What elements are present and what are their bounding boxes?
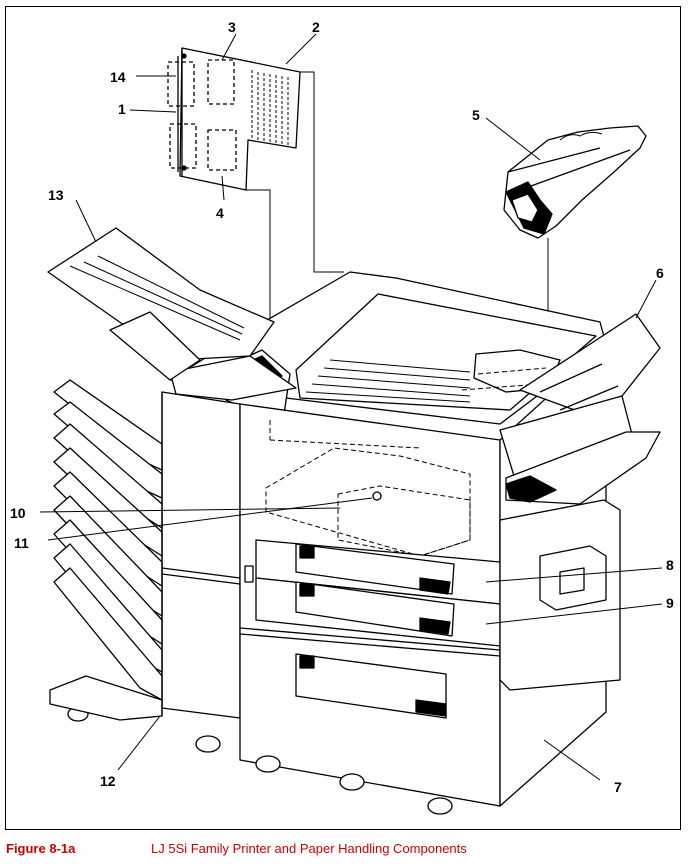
callout-14: 14 xyxy=(110,69,126,85)
callout-2: 2 xyxy=(312,19,320,35)
formatter-board xyxy=(167,47,344,320)
paper-deck-7 xyxy=(499,499,621,691)
callout-8: 8 xyxy=(666,557,674,573)
callout-13: 13 xyxy=(48,187,64,203)
figure-label: Figure 8-1a xyxy=(6,841,76,856)
printer-body xyxy=(67,271,607,815)
sorter-bins xyxy=(53,379,163,701)
callout-10: 10 xyxy=(10,505,26,521)
tray-lower xyxy=(295,653,447,719)
figure-title: LJ 5Si Family Printer and Paper Handling… xyxy=(151,841,467,856)
toner-cartridge xyxy=(503,125,647,340)
leader-lines xyxy=(39,33,663,781)
callout-9: 9 xyxy=(666,595,674,611)
casters xyxy=(67,706,453,815)
callout-11: 11 xyxy=(14,535,29,551)
callout-7: 7 xyxy=(614,779,622,795)
callout-4: 4 xyxy=(216,205,224,221)
callout-6: 6 xyxy=(656,265,664,281)
callout-5: 5 xyxy=(472,107,480,123)
callout-1: 1 xyxy=(118,101,126,117)
simm-slot-4 xyxy=(207,129,237,171)
figure-caption: Figure 8-1a LJ 5Si Family Printer and Pa… xyxy=(6,841,682,861)
diagram-frame xyxy=(5,6,681,830)
face-up-bin-6 xyxy=(499,313,661,505)
callout-12: 12 xyxy=(100,773,116,789)
callouts: 1 2 3 4 5 6 7 8 9 10 11 12 13 14 xyxy=(10,19,674,795)
memory-slot-pattern xyxy=(251,70,289,147)
callout-3: 3 xyxy=(228,19,236,35)
